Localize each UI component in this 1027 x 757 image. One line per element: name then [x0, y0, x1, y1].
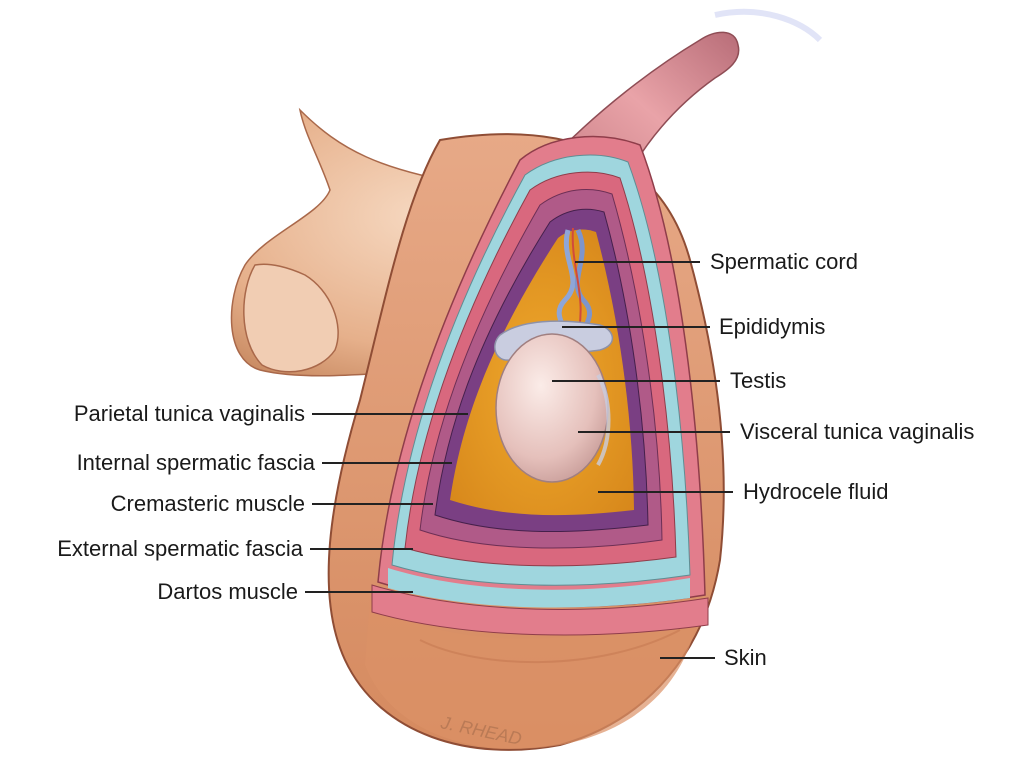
- label-cremasteric-muscle: Cremasteric muscle: [111, 491, 305, 517]
- testis-shape: [496, 334, 608, 482]
- label-spermatic-cord: Spermatic cord: [710, 249, 858, 275]
- label-epididymis: Epididymis: [719, 314, 825, 340]
- label-parietal-tunica-vaginalis: Parietal tunica vaginalis: [74, 401, 305, 427]
- label-internal-spermatic-fascia: Internal spermatic fascia: [77, 450, 315, 476]
- label-dartos-muscle: Dartos muscle: [157, 579, 298, 605]
- label-hydrocele-fluid: Hydrocele fluid: [743, 479, 889, 505]
- label-skin: Skin: [724, 645, 767, 671]
- label-testis: Testis: [730, 368, 786, 394]
- label-external-spermatic-fascia: External spermatic fascia: [57, 536, 303, 562]
- label-visceral-tunica-vaginalis: Visceral tunica vaginalis: [740, 419, 974, 445]
